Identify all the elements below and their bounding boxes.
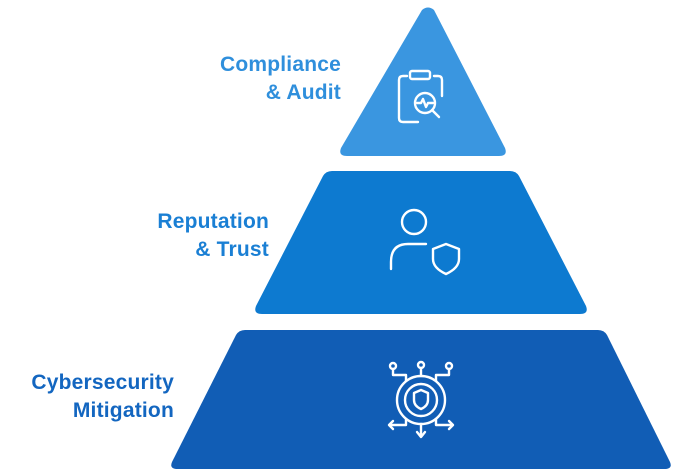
tier-bottom-label: Cybersecurity Mitigation	[31, 369, 174, 425]
network-shield-icon	[387, 360, 455, 439]
tier-middle-shape	[255, 171, 587, 314]
tier-top-label: Compliance & Audit	[220, 51, 341, 107]
tier-top-label-line2: & Audit	[265, 81, 341, 104]
tier-top-label-line1: Compliance	[219, 53, 341, 76]
tier-middle-label-line1: Reputation	[157, 210, 269, 233]
tier-bottom-label-line2: Mitigation	[72, 399, 174, 422]
clipboard-audit-icon	[397, 69, 444, 124]
tier-top-shape	[340, 7, 506, 156]
tier-bottom-label-line1: Cybersecurity	[31, 371, 174, 394]
tier-bottom-shape	[171, 330, 671, 469]
tier-middle-label: Reputation & Trust	[157, 208, 269, 264]
tier-middle-label-line2: & Trust	[195, 238, 269, 261]
user-shield-icon	[389, 208, 461, 276]
